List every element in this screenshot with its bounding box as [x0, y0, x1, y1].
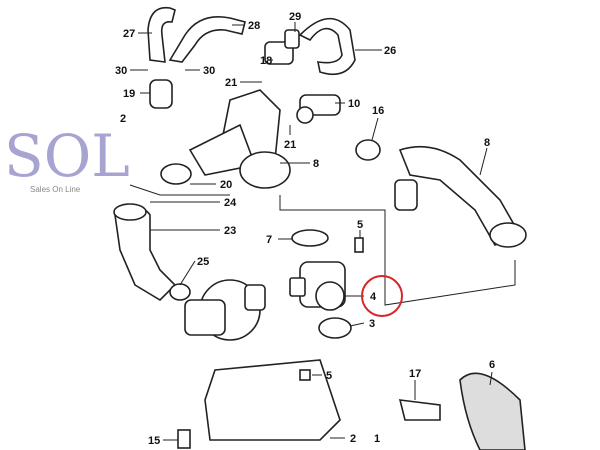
- highlight-circle: [361, 275, 403, 317]
- label-1: 1: [374, 433, 380, 445]
- bolt-5b: [299, 369, 311, 381]
- label-6: 6: [489, 359, 495, 371]
- connector-18: [264, 29, 300, 65]
- label-2a: 2: [120, 113, 126, 125]
- label-16: 16: [372, 105, 384, 117]
- label-28: 28: [248, 20, 260, 32]
- hose-26: [298, 17, 356, 76]
- label-3: 3: [369, 318, 375, 330]
- label-26: 26: [384, 45, 396, 57]
- label-18: 18: [260, 55, 272, 67]
- label-29: 29: [289, 11, 301, 23]
- part-6: [459, 372, 526, 450]
- label-7: 7: [266, 234, 272, 246]
- label-5b: 5: [326, 370, 332, 382]
- label-10: 10: [348, 98, 360, 110]
- label-23: 23: [224, 225, 236, 237]
- bracket-17: [398, 399, 441, 421]
- label-2b: 2: [350, 433, 356, 445]
- label-24: 24: [224, 197, 237, 209]
- seal-3: [318, 317, 352, 339]
- hose-27-28: [147, 6, 246, 63]
- seal-25: [169, 283, 191, 301]
- logo-text: SOL: [4, 122, 130, 190]
- connector-10: [296, 94, 341, 124]
- label-8b: 8: [484, 137, 490, 149]
- label-27: 27: [123, 28, 135, 40]
- logo-tagline: Sales On Line: [30, 185, 81, 194]
- label-30b: 30: [203, 65, 215, 77]
- seal-20: [160, 163, 192, 185]
- sol-logo-watermark: SOL Sales On Line: [4, 122, 130, 194]
- label-4: 4: [370, 291, 377, 303]
- label-15: 15: [148, 435, 160, 447]
- label-5a: 5: [357, 219, 363, 231]
- air-filter-housing: [204, 359, 341, 441]
- clamp-7: [291, 229, 329, 247]
- turbo: [184, 279, 266, 341]
- label-25: 25: [197, 256, 209, 268]
- label-8a: 8: [313, 158, 319, 170]
- clamp-16: [355, 139, 381, 161]
- leader-lines: [129, 22, 516, 441]
- hose-8: [394, 145, 527, 248]
- mass-air-flow-sensor-4: [289, 261, 346, 311]
- label-19: 19: [123, 88, 135, 100]
- valve-19: [149, 79, 173, 109]
- label-21b: 21: [284, 139, 296, 151]
- air-intake-housing: [188, 89, 291, 189]
- label-21a: 21: [225, 77, 237, 89]
- label-20: 20: [220, 179, 232, 191]
- pipe-23: [113, 203, 177, 302]
- callout-labels: 27 28 29 26 18 30 30 21 19 10 2 16 21 8 …: [115, 11, 495, 447]
- bolt-5: [354, 237, 364, 253]
- label-17: 17: [409, 368, 421, 380]
- label-30a: 30: [115, 65, 127, 77]
- bolt-15: [177, 429, 191, 449]
